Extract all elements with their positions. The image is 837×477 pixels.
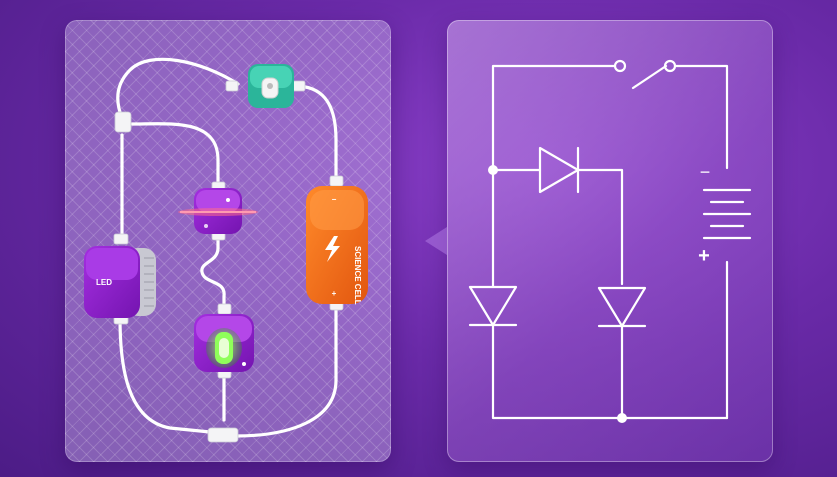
led-module: LED <box>84 246 156 318</box>
battery-label: SCIENCE CELL <box>353 246 362 305</box>
wire-bottom-left <box>118 316 212 434</box>
wire-top-left <box>116 57 240 120</box>
diode-module <box>178 188 258 234</box>
schematic-battery-minus: − <box>700 162 711 182</box>
schematic-switch-terminal-left <box>613 59 627 73</box>
schematic-panel <box>447 20 773 462</box>
schematic-diode-left-triangle <box>468 285 518 327</box>
wire-bottom-right <box>234 308 338 438</box>
schematic-top-wire-left <box>491 64 617 170</box>
schematic-branch-wire-right <box>576 168 624 286</box>
led-label: LED <box>96 278 112 287</box>
schematic-top-wire-right <box>673 64 729 170</box>
glow-module <box>194 314 254 372</box>
schematic-switch-lever <box>631 64 668 90</box>
schematic-battery-plus: + <box>698 245 710 267</box>
battery-module: SCIENCE CELL − + <box>306 186 368 305</box>
schematic-left-wire-bottom <box>491 323 729 420</box>
battery-minus-label: − <box>332 195 337 204</box>
battery-plus-label: + <box>332 289 337 298</box>
schematic-junction-left <box>488 165 498 175</box>
schematic-diode-right-triangle <box>597 286 647 328</box>
wire-diode-to-led <box>200 230 226 312</box>
callout-pointer <box>425 227 447 255</box>
lightning-icon <box>325 236 340 262</box>
schematic-junction-bottom <box>617 413 627 423</box>
schematic-diode-top-triangle <box>538 146 580 194</box>
wire-connectors <box>113 80 344 443</box>
switch-module <box>248 64 294 108</box>
